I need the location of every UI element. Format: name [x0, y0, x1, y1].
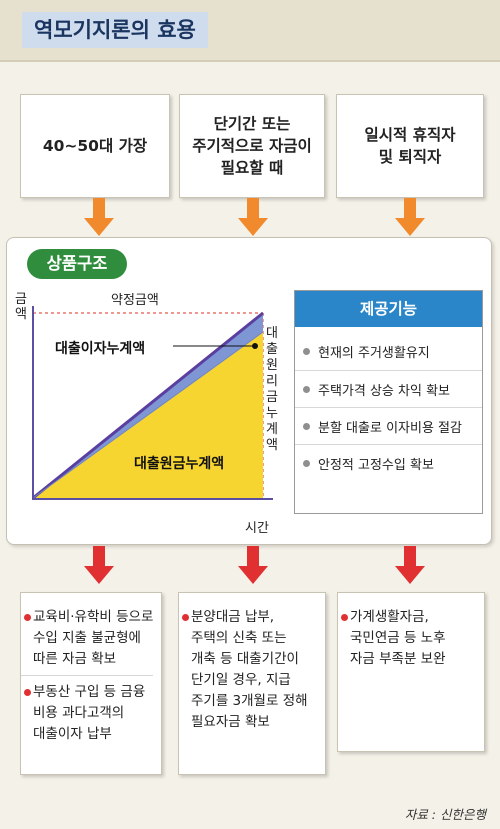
bottom-item-line: 필요자금 확보: [191, 714, 270, 730]
down-arrow-icon: [238, 198, 268, 238]
bullet-icon: [303, 422, 310, 430]
bottom-item-line: 분양대금 납부,: [191, 609, 275, 625]
side-label-char: 대: [266, 326, 278, 341]
bottom-divider: [21, 675, 153, 676]
bottom-item-line: 개축 등 대출기간이: [191, 651, 299, 667]
features-box: 제공기능 현재의 주거생활유지 주택가격 상승 차익 확보 분할 대출로 이자비…: [294, 290, 483, 514]
bottom-item-line: 수입 지출 불균형에: [33, 630, 141, 646]
top-box-3-line: 일시적 휴직자: [364, 126, 456, 144]
bottom-item-line: 따른 자금 확보: [33, 651, 117, 667]
bottom-box-2: 분양대금 납부, 주택의 신축 또는 개축 등 대출기간이 단기일 경우, 지급…: [178, 592, 326, 775]
bullet-icon: [182, 614, 189, 621]
top-box-1-line: 40~50대 가장: [42, 137, 148, 155]
side-label-char: 금: [266, 390, 278, 405]
bottom-item: 가계생활자금, 국민연금 등 노후 자금 부족분 보완: [341, 607, 476, 670]
bullet-icon: [303, 385, 310, 393]
interest-pointer-dot: [252, 343, 258, 349]
side-label-char: 원: [266, 358, 278, 373]
interest-area-label: 대출이자누계액: [55, 341, 146, 357]
structure-title-pill: 상품구조: [27, 249, 127, 279]
bottom-box-1: 교육비·유학비 등으로 수입 지출 불균형에 따른 자금 확보 부동산 구입 등…: [20, 592, 162, 775]
top-box-3: 일시적 휴직자 및 퇴직자: [336, 94, 484, 198]
principal-interest-side-label: 대 출 원 리 금 누 계 액: [264, 326, 280, 454]
y-axis-label-char: 금: [15, 292, 27, 307]
feature-item: 현재의 주거생활유지: [295, 333, 482, 370]
top-box-1: 40~50대 가장: [20, 94, 170, 198]
agreed-amount-label: 약정금액: [111, 293, 159, 308]
bottom-item-line: 주택의 신축 또는: [191, 630, 287, 646]
bullet-icon: [303, 459, 310, 467]
bullet-icon: [24, 689, 31, 696]
cumulative-line: [32, 311, 264, 500]
down-arrow-icon: [84, 546, 114, 586]
bottom-item-line: 가계생활자금,: [350, 609, 429, 625]
bottom-item: 분양대금 납부, 주택의 신축 또는 개축 등 대출기간이 단기일 경우, 지급…: [182, 607, 317, 733]
side-label-char: 출: [266, 342, 278, 357]
header-bar: 역모기지론의 효용: [0, 0, 500, 62]
feature-item-label: 주택가격 상승 차익 확보: [318, 383, 450, 399]
bottom-item: 교육비·유학비 등으로 수입 지출 불균형에 따른 자금 확보: [24, 607, 154, 670]
bullet-icon: [24, 614, 31, 621]
feature-item-label: 현재의 주거생활유지: [318, 346, 430, 361]
feature-item: 안정적 고정수입 확보: [295, 444, 482, 481]
source-note: 자료 : 신한은행: [404, 807, 486, 822]
side-label-char: 누: [266, 406, 278, 421]
side-label-char: 계: [266, 422, 278, 437]
bottom-item-line: 대출이자 납부: [33, 726, 112, 742]
principal-line: [32, 331, 264, 499]
side-label-char: 리: [266, 374, 278, 389]
bottom-item-line: 부동산 구입 등 금융: [33, 684, 146, 700]
x-axis-label: 시간: [245, 521, 269, 536]
bottom-item-line: 자금 부족분 보완: [350, 651, 446, 667]
bottom-item-line: 국민연금 등 노후: [350, 630, 446, 646]
down-arrow-icon: [84, 198, 114, 238]
top-box-2: 단기간 또는 주기적으로 자금이 필요할 때: [179, 94, 325, 198]
down-arrow-icon: [238, 546, 268, 586]
feature-item: 분할 대출로 이자비용 절감: [295, 407, 482, 444]
feature-item-label: 분할 대출로 이자비용 절감: [318, 420, 462, 436]
top-box-2-line: 필요할 때: [220, 159, 284, 177]
bottom-item-line: 단기일 경우, 지급: [191, 672, 291, 688]
top-box-2-line: 단기간 또는: [213, 115, 291, 133]
down-arrow-icon: [395, 198, 425, 238]
bottom-item: 부동산 구입 등 금융 비용 과다고객의 대출이자 납부: [24, 682, 153, 745]
side-label-char: 액: [266, 438, 278, 453]
y-axis-label-char: 액: [15, 307, 27, 322]
feature-item: 주택가격 상승 차익 확보: [295, 370, 482, 407]
bottom-item-line: 비용 과다고객의: [33, 705, 125, 721]
page-title: 역모기지론의 효용: [22, 12, 208, 48]
features-title: 제공기능: [295, 291, 482, 327]
bottom-item-line: 주기를 3개월로 정해: [191, 693, 308, 709]
top-box-3-line: 및 퇴직자: [378, 148, 442, 166]
structure-chart: [32, 306, 273, 500]
bottom-item-line: 교육비·유학비 등으로: [33, 609, 154, 625]
top-box-2-line: 주기적으로 자금이: [192, 137, 312, 155]
bullet-icon: [341, 614, 348, 621]
principal-area-label: 대출원금누계액: [134, 456, 225, 472]
structure-panel: 상품구조 금 액 약정금액 대출이자누계액 대출원금누계액 대 출 원 리 금 …: [6, 237, 492, 545]
bullet-icon: [303, 348, 310, 355]
feature-item-label: 안정적 고정수입 확보: [318, 457, 434, 473]
down-arrow-icon: [395, 546, 425, 586]
y-axis-label: 금 액: [13, 292, 29, 322]
bottom-box-3: 가계생활자금, 국민연금 등 노후 자금 부족분 보완: [337, 592, 485, 752]
